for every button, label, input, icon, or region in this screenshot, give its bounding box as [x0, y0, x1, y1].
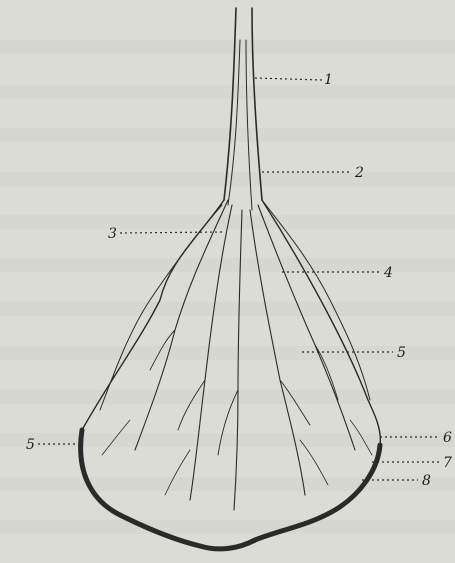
label-5-right: 5	[397, 345, 406, 361]
label-3: 3	[108, 226, 117, 242]
label-8: 8	[422, 473, 431, 489]
label-5-left: 5	[26, 437, 35, 453]
label-4: 4	[383, 265, 393, 281]
bleed-through-text	[0, 40, 455, 534]
label-2: 2	[354, 165, 364, 181]
label-7: 7	[443, 455, 452, 471]
membrane	[81, 200, 381, 549]
label-1: 1	[324, 72, 333, 88]
label-6: 6	[443, 430, 452, 446]
